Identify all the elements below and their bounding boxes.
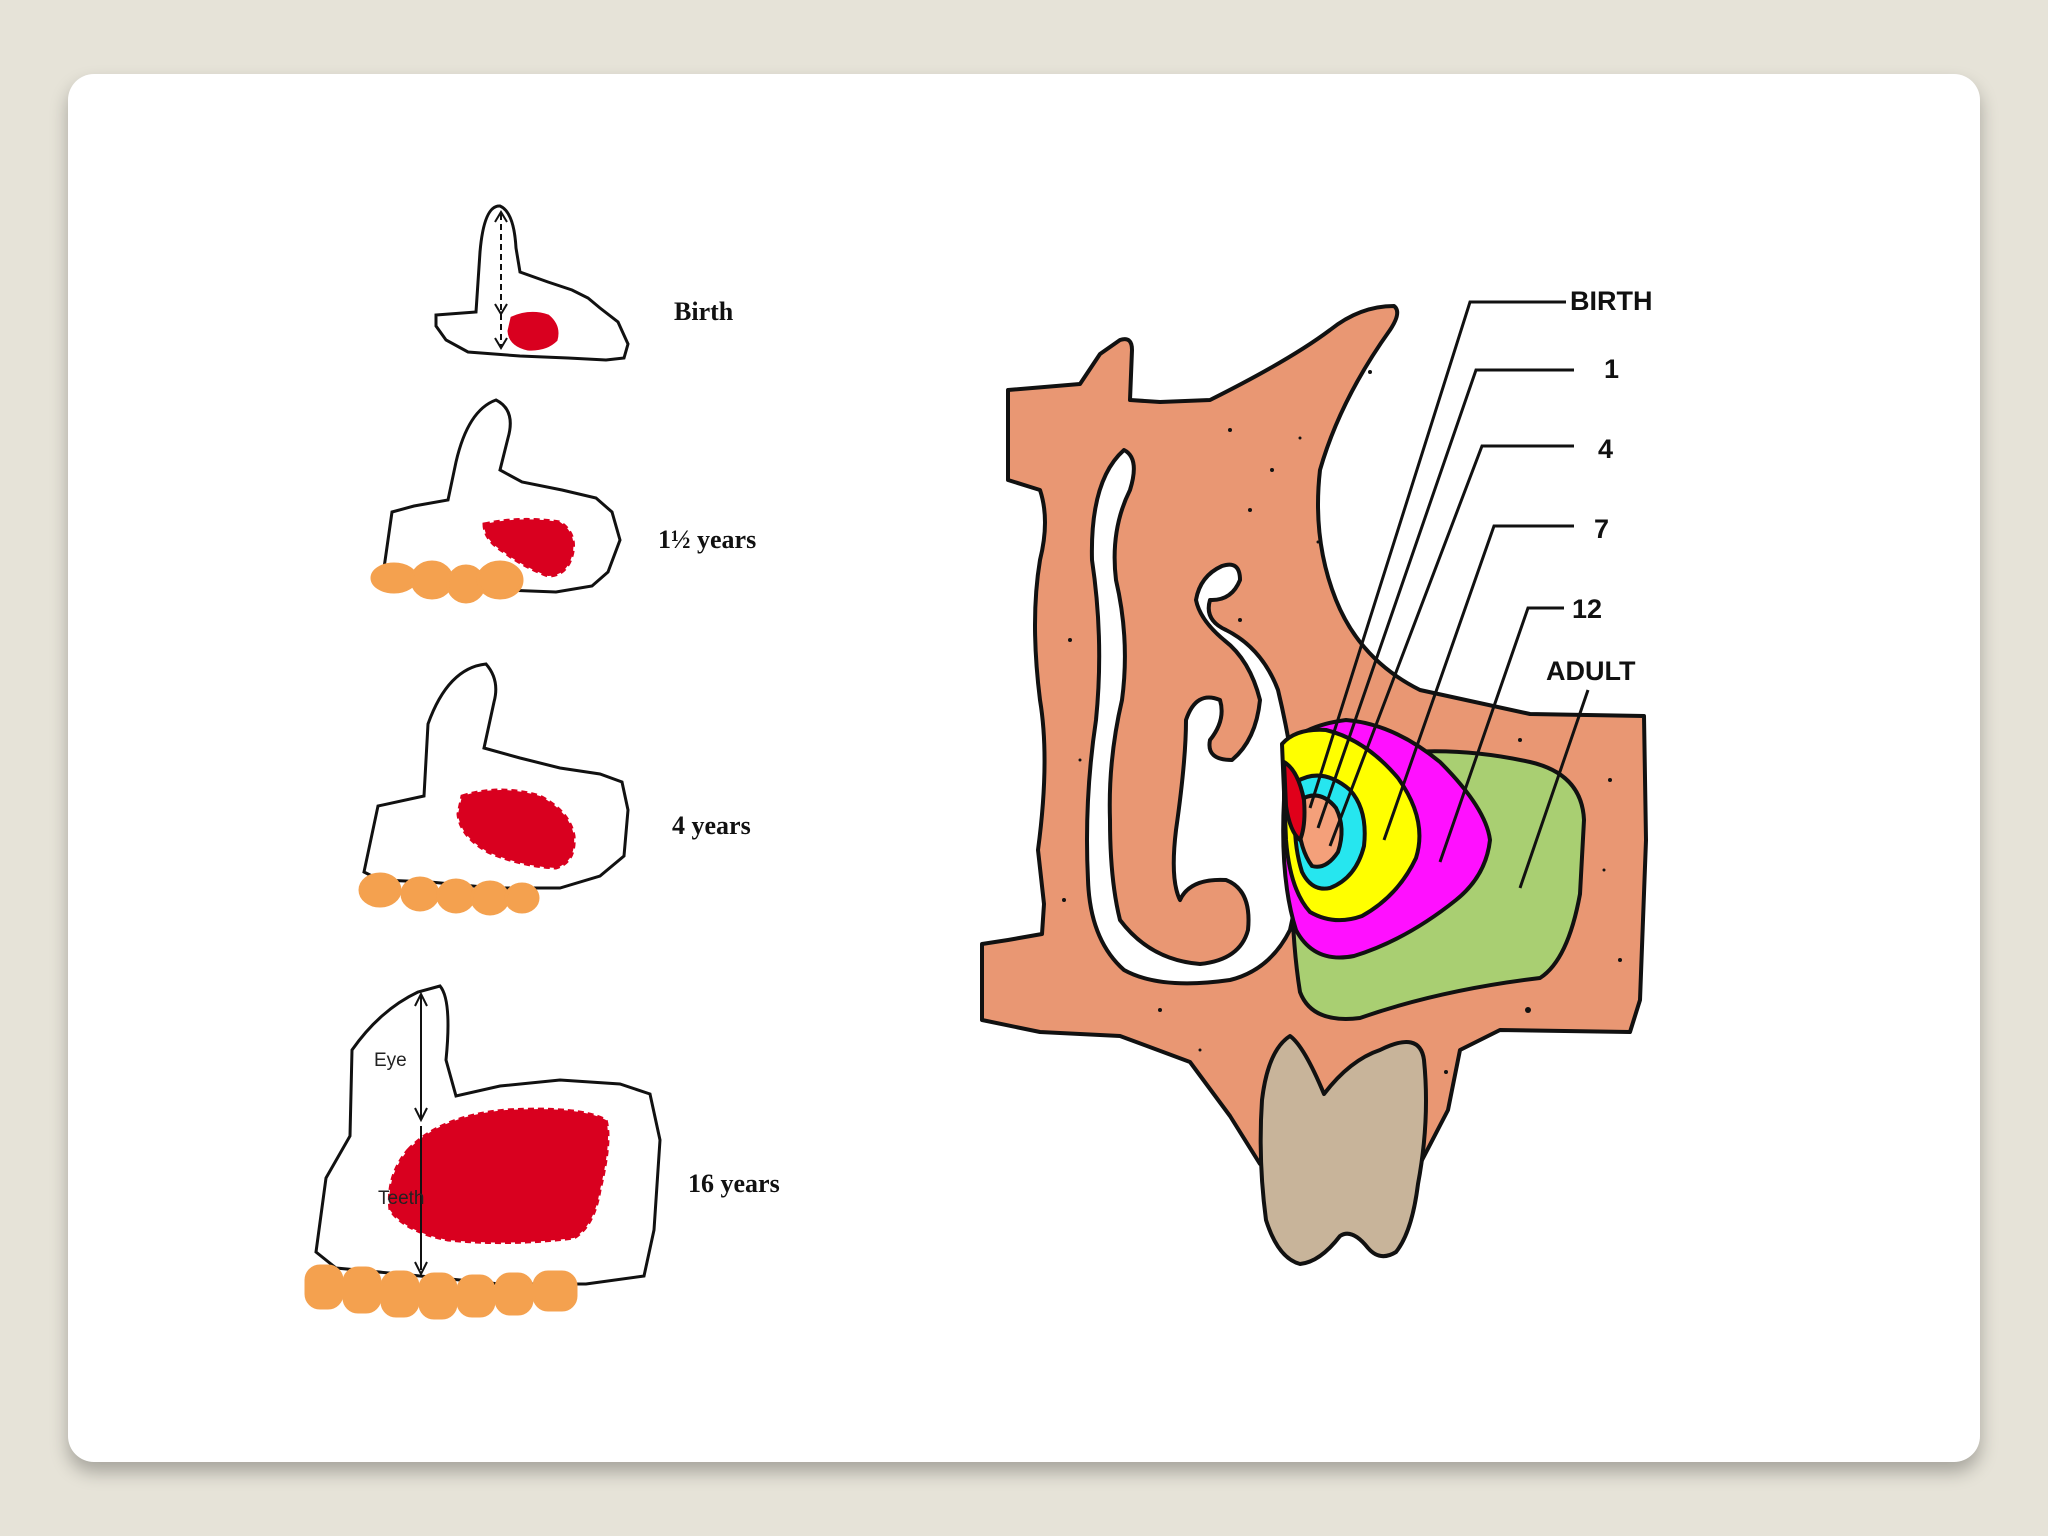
inner-label-eye: Eye [374,1050,407,1071]
zone-label-4: 4 [1598,434,1613,464]
zone-label-1: 1 [1604,354,1619,384]
sinus-birth [507,311,559,351]
molar-tooth [1258,1034,1428,1266]
stage-1-5-years-figure [370,398,622,604]
leader-12 [1438,606,1564,863]
stage-label-birth: Birth [674,297,734,326]
leader-birth [1308,300,1566,809]
zone-label-birth: BIRTH [1570,286,1653,316]
stage-label-1-5-years: 1½ years [658,525,756,554]
stage-label-4-years: 4 years [672,811,751,840]
leader-lines [1308,300,1590,889]
sinus-4 [456,788,576,870]
zone-label-7: 7 [1594,514,1609,544]
bone-speckles [1062,370,1622,1074]
nasal-cavity [1085,448,1302,986]
zone-birth [1282,760,1307,842]
zone-label-adult: ADULT [1546,656,1636,686]
teeth-row-1-5 [370,560,524,604]
zone-label-12: 12 [1572,594,1602,624]
stage-4-years-figure [358,662,630,916]
leader-1 [1316,368,1574,829]
inner-label-teeth: Teeth [378,1188,424,1209]
leader-4 [1328,444,1574,847]
maxilla-outline-birth [434,204,630,362]
teeth-row-4 [358,872,540,916]
stage-label-16-years: 16 years [688,1169,780,1198]
leader-adult [1518,689,1590,889]
teeth-row-16 [304,1264,578,1320]
coronal-section [980,304,1648,1266]
stage-16-years-figure [304,984,662,1320]
leader-7 [1382,524,1574,841]
sinus-16 [387,1107,610,1245]
sinus-1-5 [482,517,575,578]
stage-birth-figure [434,204,630,362]
